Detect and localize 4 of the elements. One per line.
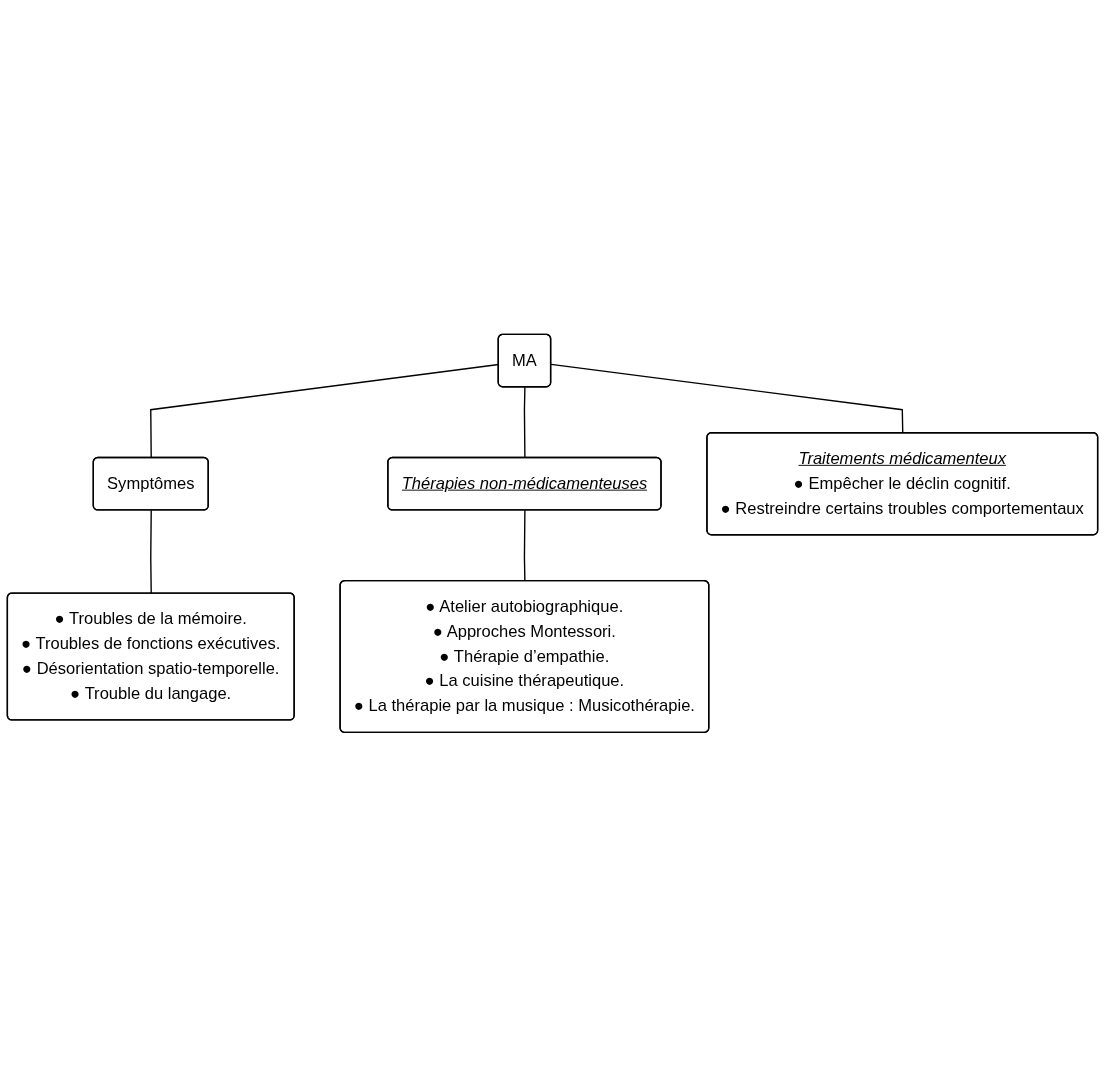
connector <box>523 509 526 582</box>
connector <box>523 386 526 459</box>
connector <box>550 363 904 434</box>
connector <box>150 509 152 594</box>
